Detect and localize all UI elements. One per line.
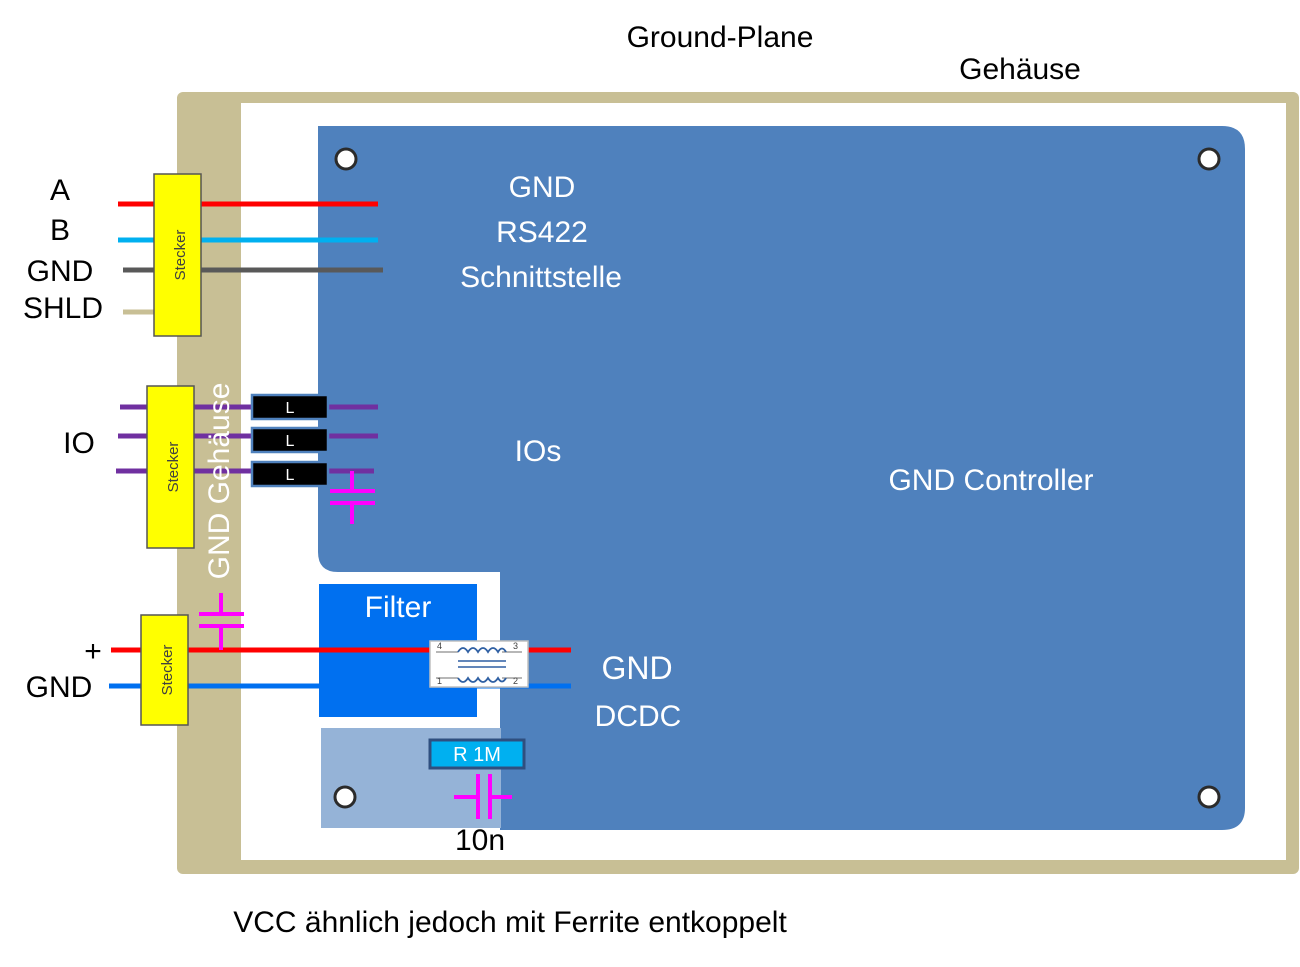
resistor-1m bbox=[428, 738, 526, 770]
footer-note: VCC ähnlich jedoch mit Ferrite entkoppel… bbox=[233, 906, 787, 939]
zone-rs422-gnd: GND bbox=[509, 171, 576, 204]
pin-label-io: IO bbox=[63, 427, 95, 460]
mounting-hole-top-right bbox=[1197, 147, 1221, 171]
zone-rs422-iface: Schnittstelle bbox=[460, 261, 622, 294]
title-ground-plane: Ground-Plane bbox=[627, 21, 814, 54]
connector-io bbox=[146, 385, 195, 549]
mounting-hole-top-left bbox=[334, 147, 358, 171]
gnd-housing-label: GND Gehäuse bbox=[203, 383, 236, 580]
choke-pin-3: 3 bbox=[513, 641, 518, 651]
choke-pin-1: 1 bbox=[437, 676, 442, 686]
connector-power bbox=[140, 614, 189, 726]
capacitor-housing bbox=[199, 593, 244, 650]
mounting-hole-bottom-right bbox=[1197, 785, 1221, 809]
choke-pin-2: 2 bbox=[513, 676, 518, 686]
capacitor-10n bbox=[454, 774, 512, 819]
zone-controller: GND Controller bbox=[888, 464, 1093, 497]
zone-filter: Filter bbox=[365, 591, 432, 624]
connector-io-label: Stecker bbox=[165, 442, 182, 493]
zone-ios: IOs bbox=[515, 435, 562, 468]
connector-power-label: Stecker bbox=[159, 645, 176, 696]
common-mode-choke bbox=[429, 640, 529, 688]
gnd-controller-plane bbox=[318, 126, 1245, 830]
connector-rs422-label: Stecker bbox=[172, 230, 189, 281]
resistor-1m-label: R 1M bbox=[453, 744, 501, 766]
inductor-3-label: L bbox=[286, 467, 295, 484]
zone-rs422-name: RS422 bbox=[496, 216, 588, 249]
pin-label-b: B bbox=[50, 214, 70, 247]
inductor-2 bbox=[250, 426, 330, 454]
pin-label-shld: SHLD bbox=[23, 292, 103, 325]
pin-label-gnd-rs422: GND bbox=[27, 255, 94, 288]
capacitor-io bbox=[330, 471, 375, 524]
zone-dcdc-gnd: GND bbox=[601, 650, 672, 686]
pin-label-a: A bbox=[50, 174, 70, 207]
title-housing: Gehäuse bbox=[959, 53, 1081, 86]
mounting-hole-bottom-left bbox=[333, 785, 357, 809]
inductor-1 bbox=[250, 393, 330, 421]
connector-rs422 bbox=[153, 173, 202, 337]
inductor-1-label: L bbox=[286, 400, 295, 417]
inductor-3 bbox=[250, 460, 330, 488]
choke-pin-4: 4 bbox=[437, 641, 442, 651]
pin-label-gnd-power: GND bbox=[26, 671, 93, 704]
capacitor-10n-label: 10n bbox=[455, 824, 505, 857]
pin-label-plus: + bbox=[84, 635, 102, 668]
zone-dcdc: DCDC bbox=[595, 700, 682, 733]
inductor-2-label: L bbox=[286, 433, 295, 450]
